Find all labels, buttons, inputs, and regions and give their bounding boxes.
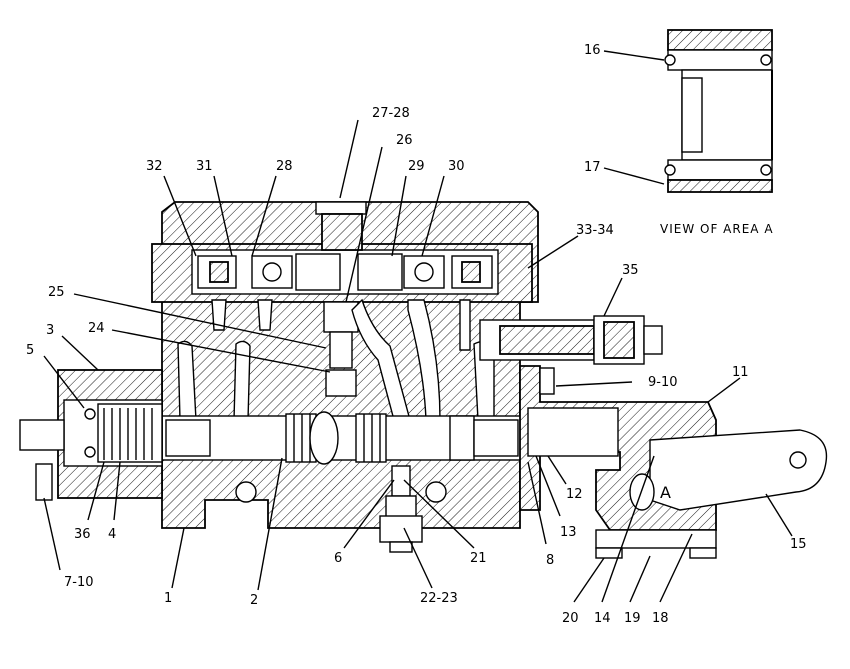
callout-26: 26 [396,133,413,148]
spool-end-right [473,419,519,457]
callout-labels: 16 17 27-28 26 32 31 28 29 30 33-34 35 2… [26,43,807,626]
callout-33-34: 33-34 [576,223,614,238]
callout-22-23: 22-23 [420,591,458,606]
callout-17: 17 [584,160,601,175]
area-a-top-ring [667,29,773,51]
leader-lines [43,50,793,603]
callout-15: 15 [790,537,807,552]
callout-32: 32 [146,159,163,174]
center-spool-left [295,253,341,291]
lever-bolt-9-10 [539,367,555,395]
spool-land-2 [355,413,387,463]
spool-center-ball [309,411,339,465]
spool-end-left [165,419,211,457]
lever-bore [527,407,619,457]
area-a-bottom-ring [667,179,773,193]
callout-14: 14 [594,611,611,626]
callout-21: 21 [470,551,487,566]
bottom-cover [595,529,717,549]
lever-arm-15 [649,429,828,511]
callout-30: 30 [448,159,465,174]
right-lever-housing [519,365,828,559]
callout-8: 8 [546,553,554,568]
callout-19: 19 [624,611,641,626]
left-bolt [35,463,53,501]
vertical-plug [323,301,359,333]
area-a-marker: A [660,483,671,502]
left-end-cap [19,369,163,501]
callout-6: 6 [334,551,342,566]
callout-4: 4 [108,527,116,542]
callout-9-10: 9-10 [648,375,678,390]
bottom-plug [379,515,423,543]
callout-25: 25 [48,285,65,300]
lever-pin-hole [789,451,807,469]
callout-20: 20 [562,611,579,626]
callout-7-10: 7-10 [64,575,94,590]
callout-18: 18 [652,611,669,626]
area-a-o-ring-top [664,54,676,66]
vertical-spring [329,331,353,369]
view-caption: VIEW OF AREA A [660,222,774,236]
callout-36: 36 [74,527,91,542]
area-a-detail-view [664,29,773,193]
center-spool-right [357,253,403,291]
callout-3: 3 [46,323,54,338]
callout-11: 11 [732,365,749,380]
callout-28: 28 [276,159,293,174]
callout-12: 12 [566,487,583,502]
top-cap [315,201,367,215]
main-valve-body [151,201,539,553]
area-a-o-ring-bottom [664,164,676,176]
right-relief-fitting [479,315,663,365]
spool-land-3 [449,415,475,461]
callout-5: 5 [26,343,34,358]
callout-1: 1 [164,591,172,606]
left-plug [19,419,65,451]
callout-24: 24 [88,321,105,336]
callout-35: 35 [622,263,639,278]
callout-29: 29 [408,159,425,174]
callout-16: 16 [584,43,601,58]
callout-13: 13 [560,525,577,540]
callout-27-28: 27-28 [372,106,410,121]
callout-2: 2 [250,593,258,608]
callout-31: 31 [196,159,213,174]
bottom-check [391,465,411,497]
